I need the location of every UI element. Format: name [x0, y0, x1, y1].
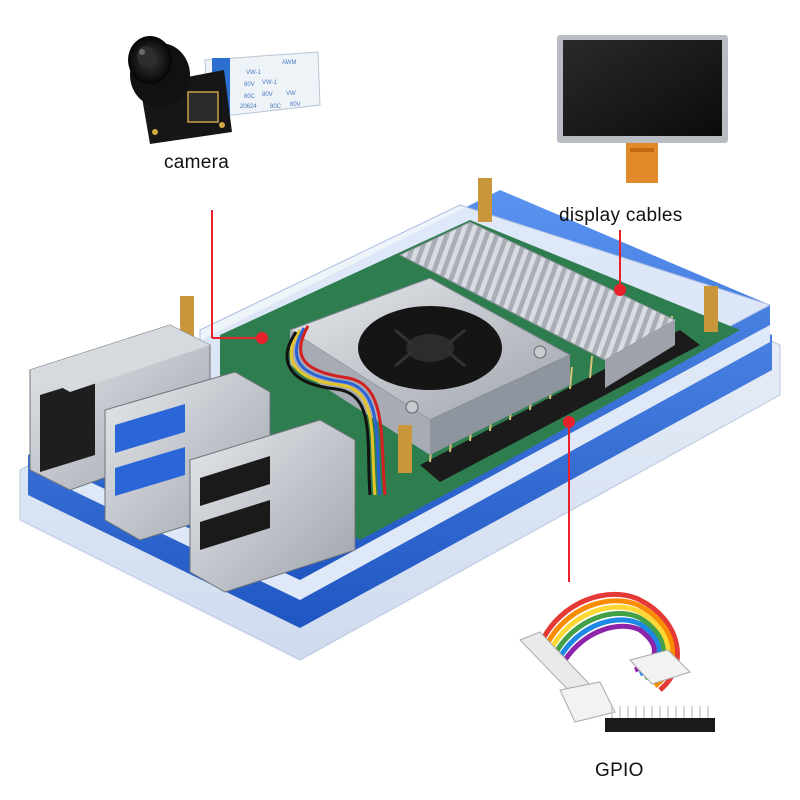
usb2-port-top [200, 456, 270, 506]
ribbon-text: 20624 [240, 104, 257, 110]
callout-gpio [563, 416, 575, 582]
camera-module: AWM VW-1 80V VW-1 80C 80V VW 20624 80C 8… [128, 36, 321, 144]
camera-connector [187, 91, 219, 123]
fan-screw-icon [533, 345, 547, 359]
ribbon-print: AWM VW-1 80V VW-1 80C 80V VW 20624 80C 8… [240, 60, 301, 110]
heatsink [398, 221, 677, 388]
brass-standoffs [180, 178, 718, 473]
camera-label: camera [164, 152, 230, 173]
standoff [704, 286, 718, 332]
usb2-port-bottom [200, 500, 270, 550]
camera-marker-icon [256, 332, 268, 344]
fan-screw-icon [405, 400, 419, 414]
ribbon-text: AWM [282, 60, 296, 66]
standoff [180, 296, 194, 338]
ribbon-text: 80V [290, 102, 301, 108]
ribbon-text: VW-1 [262, 80, 278, 86]
fan-hub [406, 334, 454, 362]
cooling-fan [288, 277, 572, 455]
gpio-label: GPIO [595, 760, 644, 781]
standoff [478, 178, 492, 222]
callout-camera [211, 210, 268, 344]
usb2-ports [189, 419, 356, 593]
ribbon-text: 80V [244, 82, 255, 88]
usb3-port-top [115, 404, 185, 453]
ribbon-text: 80V [262, 92, 273, 98]
fan-wire [285, 325, 387, 496]
pi-case [19, 178, 781, 661]
ribbon-text: VW-1 [246, 70, 262, 76]
callout-display [614, 230, 626, 296]
gpio-marker-icon [563, 416, 575, 428]
display-marker-icon [614, 284, 626, 296]
display-module [557, 35, 728, 183]
standoff [398, 425, 412, 473]
pin-header [605, 718, 715, 732]
ribbon-text: 80C [270, 104, 282, 110]
display-cables-label: display cables [559, 205, 683, 226]
gpio-ribbon-cable [519, 591, 715, 732]
display-screen [563, 40, 722, 136]
ribbon-text: 80C [244, 94, 256, 100]
ribbon-text: VW [286, 91, 296, 97]
usb3-port-bottom [115, 447, 185, 496]
